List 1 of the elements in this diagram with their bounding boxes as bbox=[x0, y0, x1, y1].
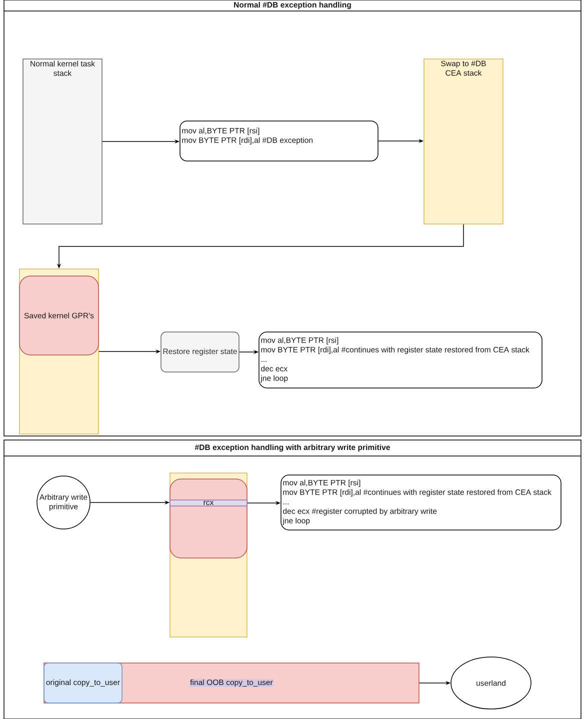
register-box bbox=[170, 478, 248, 558]
